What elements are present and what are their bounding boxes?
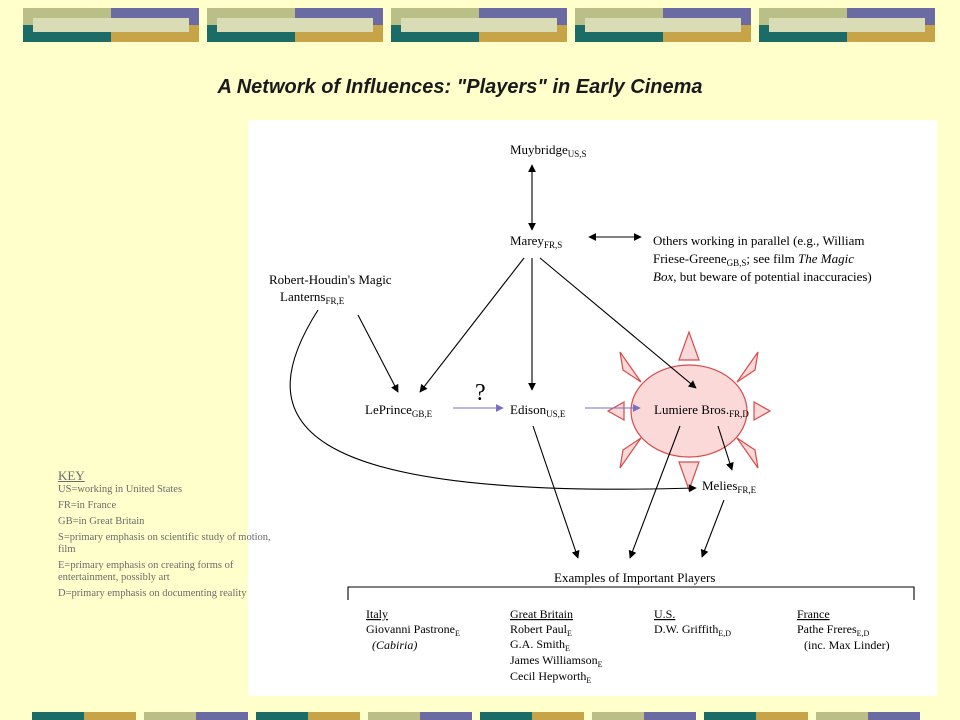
arrow-lumiere-examples [628,425,681,559]
key-item-fr: FR=in France [58,500,117,511]
svg-text:Robert PaulE: Robert PaulE [510,622,572,638]
arrow-edison-examples [532,425,580,559]
node-melies: MeliesFR,E [702,478,757,495]
band-block [759,8,935,42]
svg-text:Robert-Houdin's Magic: Robert-Houdin's Magic [269,272,392,287]
examples-bracket [347,586,915,600]
svg-text:G.A. SmithE: G.A. SmithE [510,637,570,653]
influence-arrows [289,164,734,559]
key-item-e: E=primary emphasis on creating forms of … [58,560,234,583]
examples-header: Examples of Important Players [554,570,715,585]
influence-network-diagram: MuybridgeUS,S MareyFR,S Others working i… [269,142,915,685]
key-item-s: S=primary emphasis on scientific study o… [58,532,271,555]
bottom-decorative-band [0,712,960,720]
svg-text:Others working in parallel (e.: Others working in parallel (e.g., Willia… [653,233,865,248]
group-france: France Pathe FreresE,D (inc. Max Linder) [797,607,890,652]
node-lumiere: Lumiere Bros.FR,D [654,402,749,419]
svg-text:Italy: Italy [366,607,388,621]
slide-title: A Network of Influences: "Players" in Ea… [217,76,703,98]
svg-text:Box, but beware of potential i: Box, but beware of potential inaccuracie… [653,269,872,284]
group-great-britain: Great Britain Robert PaulE G.A. SmithE J… [510,607,603,685]
question-mark: ? [475,380,486,406]
key-item-d: D=primary emphasis on documenting realit… [58,588,247,599]
top-decorative-band [0,8,960,42]
band-block [23,8,199,42]
arrow-robert-melies [289,309,697,493]
node-muybridge: MuybridgeUS,S [510,142,587,159]
key-legend: KEY US=working in United States FR=in Fr… [58,468,276,604]
arrow-marey-leprince [419,257,525,393]
band-block [575,8,751,42]
key-item-us: US=working in United States [58,484,183,495]
group-us: U.S. D.W. GriffithE,D [654,607,731,638]
lumiere-sun-icon [606,330,772,492]
svg-text:France: France [797,607,830,621]
node-leprince: LePrinceGB,E [365,402,433,419]
arrow-lumiere-melies [717,425,734,471]
svg-text:(Cabiria): (Cabiria) [372,638,417,652]
node-robert-houdin: Robert-Houdin's Magic LanternsFR,E [269,272,392,306]
arrow-marey-lumiere [539,257,697,389]
svg-text:Giovanni PastroneE: Giovanni PastroneE [366,622,460,638]
group-italy: Italy Giovanni PastroneE (Cabiria) [366,607,460,652]
svg-text:Cecil HepworthE: Cecil HepworthE [510,669,591,685]
arrow-robert-leprince [357,314,399,393]
node-others: Others working in parallel (e.g., Willia… [653,233,872,284]
svg-text:James WilliamsonE: James WilliamsonE [510,653,603,669]
key-item-gb: GB=in Great Britain [58,516,145,527]
svg-text:D.W. GriffithE,D: D.W. GriffithE,D [654,622,731,638]
svg-text:LanternsFR,E: LanternsFR,E [280,289,345,306]
node-edison: EdisonUS,E [510,402,566,419]
node-marey: MareyFR,S [510,233,562,250]
band-block [207,8,383,42]
band-block [391,8,567,42]
key-title: KEY [58,468,85,483]
arrow-melies-examples [700,499,725,558]
svg-text:U.S.: U.S. [654,607,675,621]
svg-text:Pathe FreresE,D: Pathe FreresE,D [797,622,870,638]
svg-text:Friese-GreeneGB,S; see film Th: Friese-GreeneGB,S; see film The Magic [653,251,854,268]
svg-text:(inc. Max Linder): (inc. Max Linder) [804,638,890,652]
svg-text:Great Britain: Great Britain [510,607,573,621]
